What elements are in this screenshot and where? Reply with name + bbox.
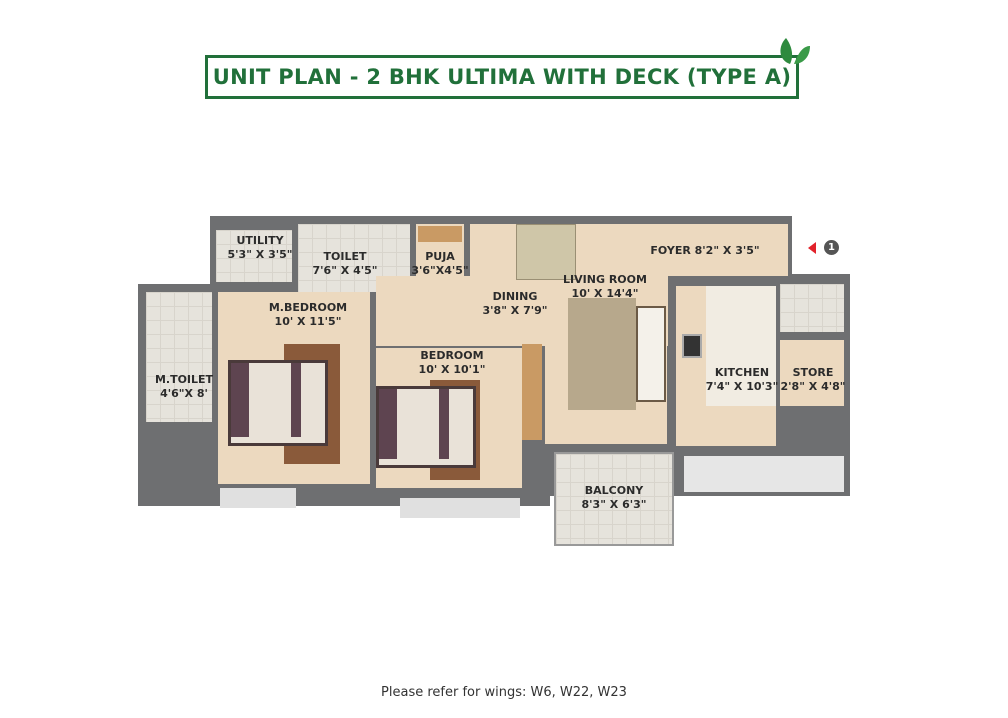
utility-floor bbox=[216, 230, 292, 282]
bedroom-bed bbox=[376, 386, 476, 468]
entrance-arrow-icon bbox=[808, 241, 816, 254]
room-name: FOYER 8'2" X 3'5" bbox=[650, 244, 760, 257]
wardrobe bbox=[522, 344, 542, 440]
room-size: 3'6"X4'5" bbox=[411, 264, 469, 277]
dining-table bbox=[516, 224, 576, 280]
wings-note: Please refer for wings: W6, W22, W23 bbox=[381, 685, 627, 700]
room-name: M.TOILET bbox=[154, 373, 214, 386]
ledge-2 bbox=[400, 498, 520, 518]
m-toilet-floor bbox=[146, 292, 212, 422]
room-name: BALCONY bbox=[584, 484, 644, 497]
room-name: KITCHEN bbox=[714, 366, 770, 379]
living-rug bbox=[568, 298, 636, 410]
room-size: 7'4" X 10'3" bbox=[705, 380, 779, 393]
room-name: PUJA bbox=[425, 250, 455, 263]
room-size: 3'8" X 7'9" bbox=[482, 304, 548, 317]
stove bbox=[682, 334, 702, 358]
entrance-number: 1 bbox=[824, 240, 839, 255]
store-floor bbox=[780, 340, 844, 406]
room-size: 2'8" X 4'8" bbox=[780, 380, 846, 393]
room-name: LIVING ROOM bbox=[563, 273, 647, 286]
balcony-floor bbox=[554, 452, 674, 546]
room-size: 10' X 11'5" bbox=[274, 315, 342, 328]
puja-shelf bbox=[418, 226, 462, 242]
entrance-marker: 1 bbox=[808, 240, 839, 255]
toilet-floor bbox=[298, 224, 410, 292]
m-bedroom-bed bbox=[228, 360, 328, 446]
deck bbox=[684, 456, 844, 492]
title-box: UNIT PLAN - 2 BHK ULTIMA WITH DECK (TYPE… bbox=[205, 55, 799, 99]
room-size: 7'6" X 4'5" bbox=[312, 264, 378, 277]
room-size: 10' X 14'4" bbox=[571, 287, 639, 300]
room-size: 4'6"X 8' bbox=[160, 387, 208, 400]
room-name: BEDROOM bbox=[420, 349, 484, 362]
ledge-1 bbox=[220, 488, 296, 508]
room-name: TOILET bbox=[323, 250, 367, 263]
room-size: 8'3" X 6'3" bbox=[581, 498, 647, 511]
kitchen-tile bbox=[706, 286, 776, 406]
room-name: M.BEDROOM bbox=[268, 301, 348, 314]
room-size: 5'3" X 3'5" bbox=[227, 248, 293, 261]
sofa bbox=[636, 306, 666, 402]
page-title: UNIT PLAN - 2 BHK ULTIMA WITH DECK (TYPE… bbox=[212, 65, 792, 89]
room-size: 10' X 10'1" bbox=[418, 363, 486, 376]
room-name: UTILITY bbox=[236, 234, 284, 247]
room-name: STORE bbox=[792, 366, 834, 379]
foyer-label: FOYER 8'2" X 3'5" bbox=[650, 244, 759, 258]
store-shaft bbox=[780, 284, 844, 332]
leaf-icon bbox=[780, 38, 810, 64]
room-name: DINING bbox=[492, 290, 538, 303]
